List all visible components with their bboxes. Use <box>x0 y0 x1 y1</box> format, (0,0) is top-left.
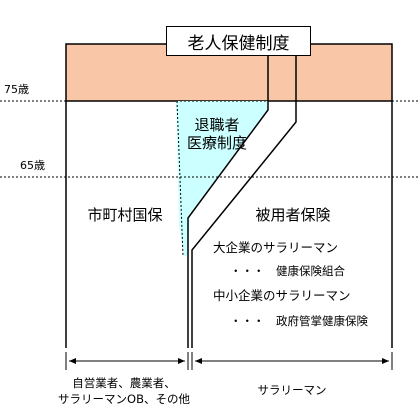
age65-label: 65歳 <box>20 159 45 172</box>
age75-label: 75歳 <box>4 83 29 96</box>
bottom-left-line2: サラリーマンOB、その他 <box>58 392 190 406</box>
bottom-right-label: サラリーマン <box>257 383 327 397</box>
employee-boundary-right <box>191 101 297 348</box>
retiree-line2: 医療制度 <box>186 134 248 152</box>
small-company-label: 中小企業のサラリーマン <box>213 288 351 303</box>
title-box: 老人保健制度 <box>166 26 311 56</box>
diagram-title: 老人保健制度 <box>187 33 290 54</box>
retiree-left-dotted <box>176 100 184 257</box>
dim-arrowhead <box>178 358 185 364</box>
large-insurer-label: ・・・ 健康保険組合 <box>230 264 345 278</box>
dim-arrowhead <box>195 358 202 364</box>
retiree-line1: 退職者 <box>194 116 240 134</box>
bottom-left-line1: 自営業者、農業者、 <box>72 376 176 390</box>
municipal-label: 市町村国保 <box>87 206 163 224</box>
large-company-label: 大企業のサラリーマン <box>213 240 339 255</box>
dim-arrowhead <box>382 358 389 364</box>
small-insurer-label: ・・・ 政府管掌健康保険 <box>230 314 368 328</box>
dim-arrowhead <box>69 358 76 364</box>
employee-title: 被用者保険 <box>255 206 331 224</box>
employee-boundary-left <box>187 101 269 348</box>
retiree-area <box>176 101 268 256</box>
